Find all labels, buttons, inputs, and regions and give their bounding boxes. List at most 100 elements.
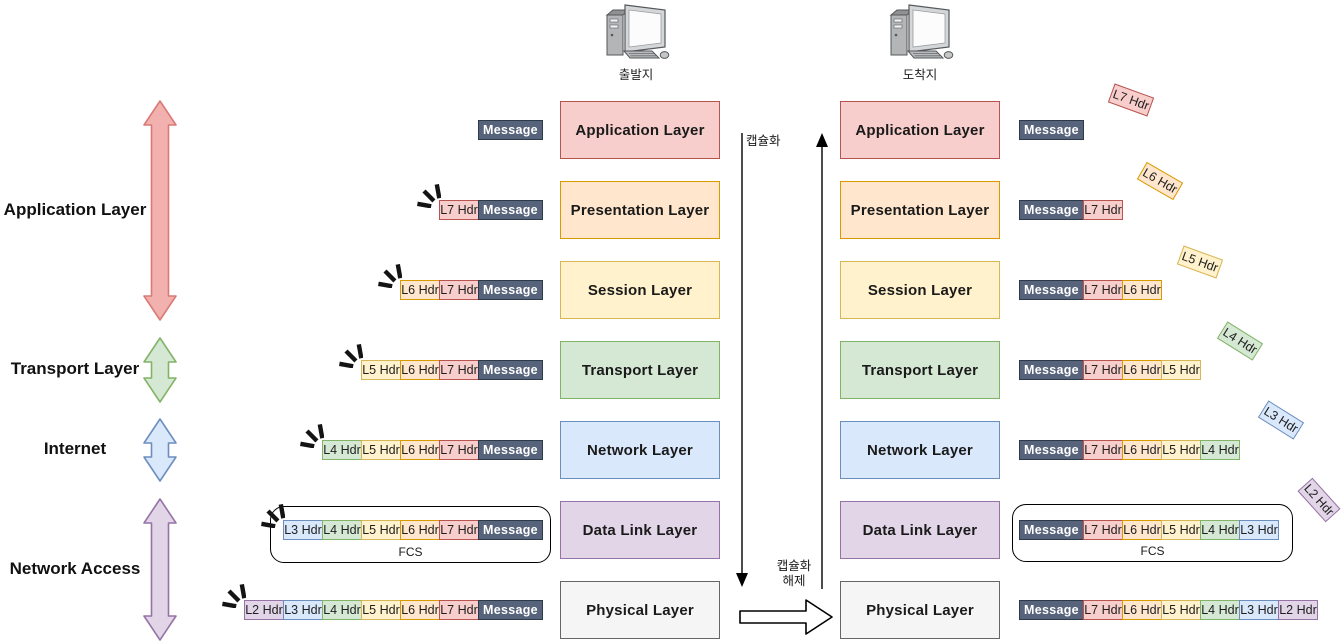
message-cell: Message (1019, 440, 1084, 460)
source-osi-layer-5: Network Layer (560, 421, 720, 479)
header-cell-l3: L3 Hdr (283, 520, 323, 540)
decapsulation-label: 캡슐화 해제 (770, 559, 818, 589)
flying-header-l4: L4 Hdr (1216, 321, 1264, 361)
header-cell-l5: L5 Hdr (1161, 520, 1201, 540)
header-cell-l5: L5 Hdr (1161, 440, 1201, 460)
decapsulation-label-line2: 해제 (782, 574, 806, 588)
header-cell-l3: L3 Hdr (1239, 520, 1279, 540)
header-cell-l6: L6 Hdr (1122, 440, 1162, 460)
header-cell-l6: L6 Hdr (400, 280, 440, 300)
header-cell-l7: L7 Hdr (439, 360, 479, 380)
destination-computer-icon (883, 2, 957, 60)
tcpip-label-2: Transport Layer (10, 359, 140, 378)
destination-osi-layer-5: Network Layer (840, 421, 1000, 479)
header-cell-l7: L7 Hdr (439, 280, 479, 300)
destination-osi-layer-2: Presentation Layer (840, 181, 1000, 239)
message-cell: Message (478, 440, 543, 460)
header-cell-l3: L3 Hdr (283, 600, 323, 620)
header-cell-l2: L2 Hdr (1278, 600, 1318, 620)
header-cell-l7: L7 Hdr (439, 200, 479, 220)
destination-host-label: 도착지 (902, 68, 938, 82)
header-cell-l5: L5 Hdr (361, 440, 401, 460)
tcpip-arrow-1 (142, 99, 178, 322)
tcpip-label-1: Application Layer (3, 199, 147, 219)
encapsulation-label: 캡슐화 (746, 134, 781, 148)
header-cell-l7: L7 Hdr (439, 600, 479, 620)
header-cell-l5: L5 Hdr (361, 520, 401, 540)
encapsulation-arrow (734, 127, 750, 592)
header-cell-l5: L5 Hdr (1161, 360, 1201, 380)
flying-header-l7: L7 Hdr (1107, 83, 1155, 117)
burst-icon (214, 572, 246, 608)
destination-osi-layer-3: Session Layer (840, 261, 1000, 319)
source-osi-layer-1: Application Layer (560, 101, 720, 159)
message-cell: Message (478, 600, 543, 620)
pdu-stack-right-1: Message (1019, 120, 1084, 140)
burst-icon (292, 412, 324, 448)
flying-header-l6: L6 Hdr (1136, 161, 1184, 201)
header-cell-l6: L6 Hdr (1122, 600, 1162, 620)
header-cell-l7: L7 Hdr (1083, 200, 1123, 220)
destination-osi-layer-1: Application Layer (840, 101, 1000, 159)
header-cell-l7: L7 Hdr (1083, 360, 1123, 380)
header-cell-l6: L6 Hdr (400, 520, 440, 540)
message-cell: Message (478, 280, 543, 300)
source-host-label: 출발지 (618, 68, 654, 82)
destination-osi-layer-6: Data Link Layer (840, 501, 1000, 559)
header-cell-l5: L5 Hdr (361, 600, 401, 620)
message-cell: Message (478, 200, 543, 220)
header-cell-l5: L5 Hdr (361, 360, 401, 380)
fcs-label-right: FCS (1140, 544, 1165, 558)
message-cell: Message (1019, 120, 1084, 140)
header-cell-l6: L6 Hdr (1122, 360, 1162, 380)
tcpip-arrow-4 (142, 497, 178, 641)
header-cell-l4: L4 Hdr (1200, 520, 1240, 540)
physical-transfer-arrow (738, 596, 836, 638)
fcs-label-left: FCS (398, 545, 423, 559)
destination-osi-layer-7: Physical Layer (840, 581, 1000, 639)
source-osi-layer-3: Session Layer (560, 261, 720, 319)
fcs-frame-right (1012, 504, 1293, 562)
decapsulation-label-line1: 캡슐화 (776, 559, 812, 573)
header-cell-l6: L6 Hdr (1122, 520, 1162, 540)
header-cell-l7: L7 Hdr (439, 520, 479, 540)
burst-icon (331, 332, 363, 368)
message-cell: Message (1019, 280, 1084, 300)
source-osi-layer-6: Data Link Layer (560, 501, 720, 559)
header-cell-l7: L7 Hdr (1083, 600, 1123, 620)
source-osi-layer-2: Presentation Layer (560, 181, 720, 239)
header-cell-l6: L6 Hdr (400, 440, 440, 460)
header-cell-l4: L4 Hdr (322, 520, 362, 540)
source-computer-icon (599, 2, 673, 60)
header-cell-l6: L6 Hdr (400, 360, 440, 380)
header-cell-l4: L4 Hdr (1200, 440, 1240, 460)
header-cell-l4: L4 Hdr (322, 440, 362, 460)
message-cell: Message (478, 520, 543, 540)
tcpip-arrow-3 (142, 417, 178, 483)
message-cell: Message (1019, 520, 1084, 540)
header-cell-l5: L5 Hdr (1161, 600, 1201, 620)
header-cell-l6: L6 Hdr (400, 600, 440, 620)
tcpip-label-3: Internet (43, 439, 107, 458)
header-cell-l6: L6 Hdr (1122, 280, 1162, 300)
burst-icon (409, 172, 441, 208)
burst-icon (253, 492, 285, 528)
tcpip-arrow-2 (142, 336, 178, 404)
flying-header-l3: L3 Hdr (1257, 400, 1305, 440)
message-cell: Message (478, 360, 543, 380)
pdu-stack-left-1: Message (478, 120, 543, 140)
header-cell-l7: L7 Hdr (1083, 520, 1123, 540)
header-cell-l4: L4 Hdr (322, 600, 362, 620)
